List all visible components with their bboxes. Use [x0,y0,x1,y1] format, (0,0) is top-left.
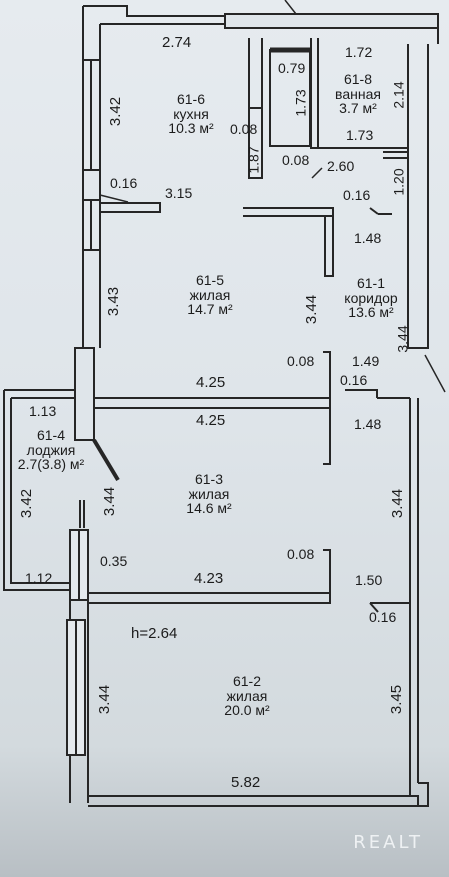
room-loggia-area: 2.7(3.8) м² [17,456,85,473]
room-corridor-type: коридор [344,289,398,306]
dim-kitchen-partition-h: 1.87 [245,146,262,174]
dim-bath-shaft-h: 1.73 [292,89,309,117]
room-kitchen-label: 61-6 кухня 10.3 м² [158,92,224,136]
dim-corridor-mid: 1.49 [352,353,380,369]
room-loggia-id: 61-4 [36,427,66,443]
dim-room2-bottom: 5.82 [231,774,261,791]
wall-room5-room3 [94,397,331,409]
dim-room3-right: 3.44 [389,488,407,519]
room-corridor-area: 13.6 м² [348,304,394,321]
room-5-label: 61-5 жилая 14.7 м² [175,273,245,317]
dim-kitchen-left: 3.42 [107,96,125,127]
dim-kitchen-room5-wall: 3.15 [165,185,193,201]
watermark-logo: REALT [353,832,423,853]
ceiling-height: h=2.64 [131,625,178,642]
dim-room3-bottom: 4.23 [194,570,224,587]
loggia-door [92,438,120,482]
wall-left-room3 [74,347,95,441]
room-2-id: 61-2 [232,673,262,689]
dim-corridor-lower: 1.48 [354,416,382,432]
dim-room2-left: 3.44 [96,684,114,715]
dim-bath-wall: 0.08 [282,152,310,168]
dim-loggia-wall: 0.35 [100,553,128,569]
room-bath-type: ванная [335,85,381,102]
wall-bottom-right [418,782,429,807]
room-5-id: 61-5 [195,272,225,288]
wall-right-lower [409,398,419,796]
shaft-partition [248,38,263,109]
partition-room3 [323,407,331,465]
room-3-type: жилая [188,485,230,502]
dim-corridor-wall-thk: 0.16 [343,187,371,203]
dim-room3-top: 4.25 [196,412,226,429]
room-bath-area: 3.7 м² [339,100,377,117]
dim-loggia-left: 3.42 [18,488,36,519]
corridor-door-swing [424,354,446,393]
room-kitchen-type: кухня [173,105,209,122]
dim-corridor-end-thk: 0.16 [369,609,397,625]
wall-room3-room2 [88,592,331,604]
dim-room3-left: 3.44 [101,486,119,517]
partition-room5 [243,207,334,277]
room-2-label: 61-2 жилая 20.0 м² [210,674,284,718]
room-2-type: жилая [226,687,268,704]
dim-bath-bottom: 1.73 [346,127,374,143]
corridor-stub [369,207,392,215]
partition-room3-lower [323,549,331,594]
room-bath-label: 61-8 ванная 3.7 м² [323,72,393,116]
dim-corridor-wall-mid: 0.16 [340,372,368,388]
dim-loggia-top: 1.13 [29,403,57,419]
bath-corridor-wall [383,151,408,159]
wall-kitchen-room5 [100,202,161,213]
room-kitchen-area: 10.3 м² [168,120,214,137]
dim-room5-right: 3.44 [303,294,321,325]
dim-kitchen-wall-thk: 0.16 [110,175,138,191]
bath-door [311,167,323,179]
dim-room2-right: 3.45 [388,684,406,715]
partition-room5-lower [323,351,331,399]
dim-kitchen-top: 2.74 [162,34,192,51]
dim-bath-shaft-w: 0.79 [278,60,306,76]
room-corridor-label: 61-1 коридор 13.6 м² [333,276,409,320]
dim-corridor-wall-top: 1.20 [390,168,407,196]
dim-corridor-bottom: 1.50 [355,572,383,588]
dim-bath-door-side: 2.60 [327,158,355,174]
room-3-area: 14.6 м² [186,500,232,517]
dim-room5-bottom: 4.25 [196,374,226,391]
dim-loggia-bottom: 1.12 [25,570,53,586]
room-2-area: 20.0 м² [224,702,270,719]
room-kitchen-id: 61-6 [176,91,206,107]
room-3-id: 61-3 [194,471,224,487]
wall-top-segment [224,13,439,29]
corridor-lower-stub [369,602,410,613]
dim-bath-right: 2.14 [390,81,407,109]
dim-corridor-upper: 1.48 [354,230,382,246]
dim-room3-partition: 0.08 [287,546,315,562]
dim-kitchen-shaft: 0.08 [230,121,258,137]
dim-corridor-right: 3.44 [394,325,411,353]
loggia-outline [3,389,75,591]
room-5-area: 14.7 м² [187,301,233,318]
dim-room5-left: 3.43 [105,286,123,317]
dim-bath-top: 1.72 [345,44,373,60]
wall-right-upper [407,44,429,349]
room-5-type: жилая [189,286,231,303]
dim-room5-partition: 0.08 [287,353,315,369]
room-corridor-id: 61-1 [356,275,386,291]
wall-bottom [88,795,419,807]
kitchen-wall-right [248,108,263,179]
room-loggia-type: лоджия [26,441,76,458]
room-loggia-label: 61-4 лоджия 2.7(3.8) м² [6,428,96,472]
bath-wall-left [310,38,319,149]
room-3-label: 61-3 жилая 14.6 м² [172,472,246,516]
room-bath-id: 61-8 [343,71,373,87]
